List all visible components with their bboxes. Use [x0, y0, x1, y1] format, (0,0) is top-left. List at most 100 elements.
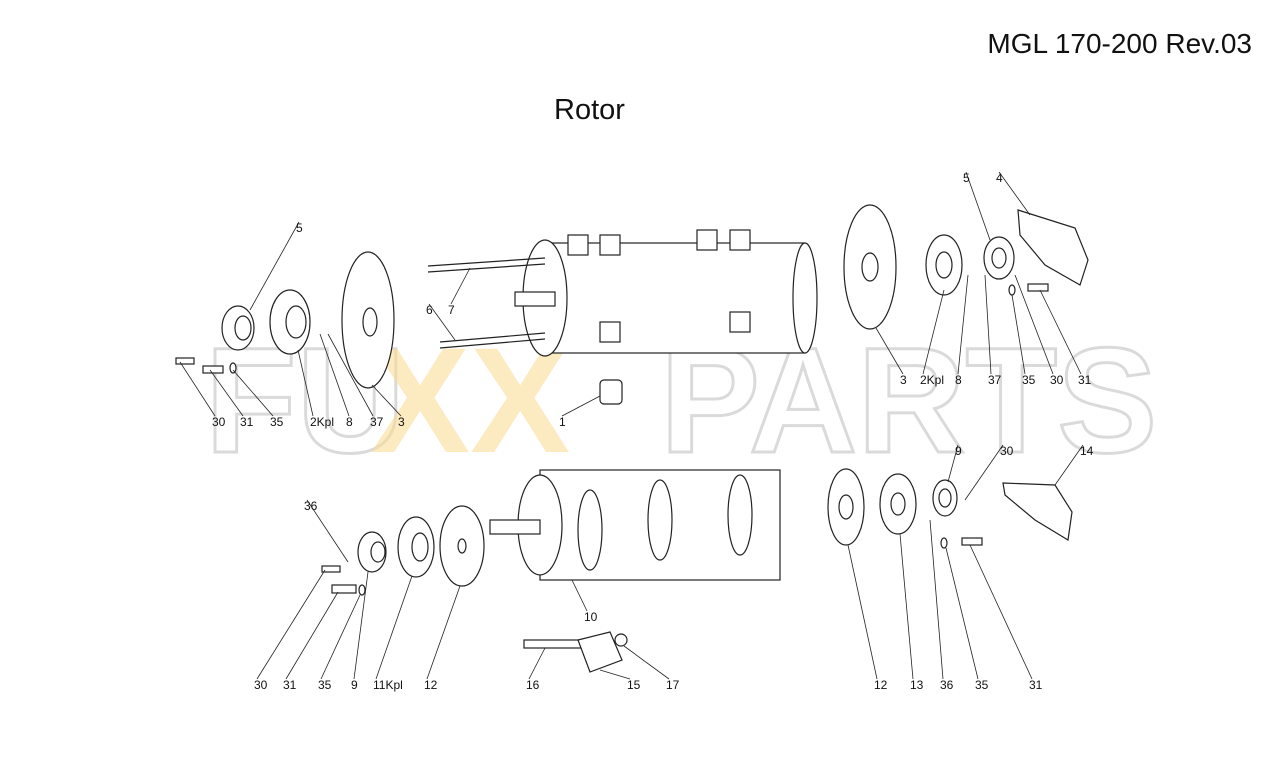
bracket-4	[1017, 209, 1089, 286]
leader-line	[922, 289, 945, 375]
washer-35-br	[940, 537, 948, 549]
leader-line	[1054, 444, 1084, 486]
washer-35-bl	[358, 584, 366, 596]
leader-line	[945, 547, 979, 680]
bearing-5-right	[983, 236, 1015, 280]
callout-label: 15	[627, 678, 641, 692]
disc-12-right	[827, 468, 865, 546]
leader-line	[306, 499, 349, 563]
leader-line	[984, 274, 992, 375]
leader-line	[297, 349, 314, 417]
leader-line	[875, 327, 904, 375]
leader-line	[256, 569, 326, 680]
callout-label: 2Kpl	[920, 373, 944, 387]
bolt-30-bl	[321, 565, 341, 573]
callout-label: 7	[448, 303, 455, 317]
callout-label: 35	[270, 415, 284, 429]
rotor-shaft-10	[489, 469, 781, 581]
leader-line	[528, 647, 546, 680]
knife-holder-1	[599, 379, 623, 405]
disc-12-left	[439, 505, 485, 587]
housing-11	[397, 516, 435, 578]
callout-label: 31	[1029, 678, 1043, 692]
callout-label: 5	[963, 171, 970, 185]
disc-3-right	[843, 204, 897, 330]
bolt-31-left	[202, 365, 224, 374]
leader-line	[232, 369, 274, 417]
leader-line	[428, 303, 456, 341]
callout-label: 3	[398, 415, 405, 429]
bolt-31-bl	[331, 584, 357, 594]
leader-line	[847, 544, 878, 680]
document-id: MGL 170-200 Rev.03	[987, 28, 1252, 59]
callout-label: 9	[955, 444, 962, 458]
leader-line	[969, 544, 1033, 680]
callout-label: 14	[1080, 444, 1094, 458]
leader-line	[327, 333, 374, 417]
callout-label: 12	[874, 678, 888, 692]
leader-line	[353, 571, 369, 680]
callout-label: 31	[1078, 373, 1092, 387]
leader-line	[320, 594, 361, 680]
callout-label: 5	[296, 221, 303, 235]
washer-35-left	[229, 362, 237, 374]
leader-line	[623, 645, 670, 680]
callout-label: 36	[304, 499, 318, 513]
callout-label: 17	[666, 678, 680, 692]
callout-label: 3	[900, 373, 907, 387]
callout-label: 35	[975, 678, 989, 692]
callout-label: 10	[584, 610, 598, 624]
diagram-title: Rotor	[554, 94, 625, 126]
bearing-housing-2-left	[269, 289, 311, 355]
leader-line	[426, 585, 461, 680]
leader-line	[561, 395, 601, 417]
leader-line	[899, 533, 914, 680]
callout-label: 9	[351, 678, 358, 692]
bracket-14	[1002, 482, 1073, 541]
bolt-16	[523, 639, 585, 649]
callout-label: 8	[955, 373, 962, 387]
callout-label: 13	[910, 678, 924, 692]
leader-line	[319, 333, 350, 417]
disc-3-left	[341, 251, 395, 389]
leader-line	[209, 369, 244, 417]
leader-lines	[179, 171, 1084, 680]
rotor-drum	[514, 229, 818, 357]
callout-label: 30	[212, 415, 226, 429]
leader-line	[179, 361, 216, 417]
leader-line	[1014, 274, 1054, 375]
leader-line	[965, 171, 991, 241]
bolt-31-br	[961, 537, 983, 546]
nut-17	[614, 633, 628, 647]
parts	[175, 204, 1089, 673]
leader-line	[571, 579, 588, 612]
leader-line	[450, 267, 471, 305]
callout-label: 2Kpl	[310, 415, 334, 429]
leader-line	[1011, 294, 1026, 375]
callout-label: 37	[370, 415, 384, 429]
leader-line	[964, 444, 1004, 501]
callout-label: 11Kpl	[373, 678, 403, 692]
callout-label: 31	[240, 415, 254, 429]
washer-35-right	[1008, 284, 1016, 296]
callout-label: 30	[1000, 444, 1014, 458]
callout-label: 12	[424, 678, 438, 692]
bearing-9-right	[932, 479, 958, 517]
callout-label: 8	[346, 415, 353, 429]
leader-line	[249, 221, 300, 311]
callout-label: 35	[1022, 373, 1036, 387]
leader-line	[998, 171, 1031, 216]
leader-line	[285, 591, 339, 680]
leader-line	[1039, 289, 1082, 375]
leader-line	[947, 444, 959, 483]
callout-label: 31	[283, 678, 297, 692]
callout-label: 36	[940, 678, 954, 692]
leader-line	[375, 575, 413, 680]
leader-line	[371, 384, 402, 417]
bolt-31-right	[1027, 283, 1049, 292]
bolt-30-left	[175, 357, 195, 365]
callout-label: 16	[526, 678, 540, 692]
callout-label: 1	[559, 415, 566, 429]
